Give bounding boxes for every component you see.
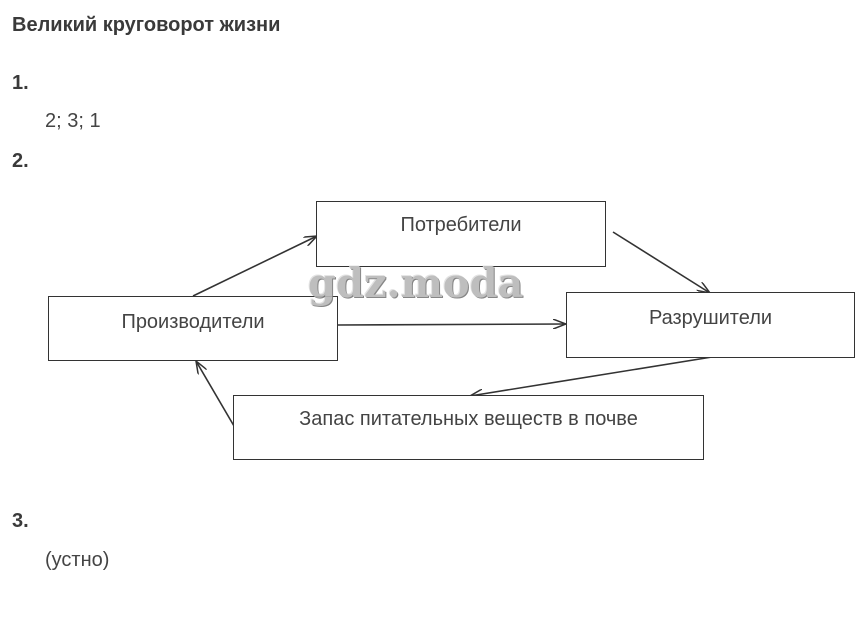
question-1-number: 1. <box>12 72 29 94</box>
page-title: Великий круговорот жизни <box>12 14 281 36</box>
producers-label: Производители <box>121 311 265 333</box>
decomposers-box: Разрушители <box>566 292 855 358</box>
arrow-consumers-to-decomposers <box>612 231 710 293</box>
arrow-soil-to-producers <box>196 361 235 427</box>
producers-box: Производители <box>48 296 338 361</box>
question-2-number: 2. <box>12 150 29 172</box>
arrow-decomposers-to-soil <box>470 356 713 396</box>
question-3-answer: (устно) <box>45 549 110 571</box>
soil-nutrients-box: Запас питательных веществ в почве <box>233 395 704 460</box>
question-1-answer: 2; 3; 1 <box>45 110 101 132</box>
consumers-label: Потребители <box>400 214 522 236</box>
question-3-number: 3. <box>12 510 29 532</box>
soil-nutrients-label: Запас питательных веществ в почве <box>299 408 638 430</box>
arrow-producers-to-decomposers <box>337 324 566 325</box>
decomposers-label: Разрушители <box>648 307 773 329</box>
watermark: gdz.moda <box>308 260 524 307</box>
arrow-producers-to-consumers <box>192 236 317 297</box>
consumers-box: Потребители <box>316 201 606 267</box>
